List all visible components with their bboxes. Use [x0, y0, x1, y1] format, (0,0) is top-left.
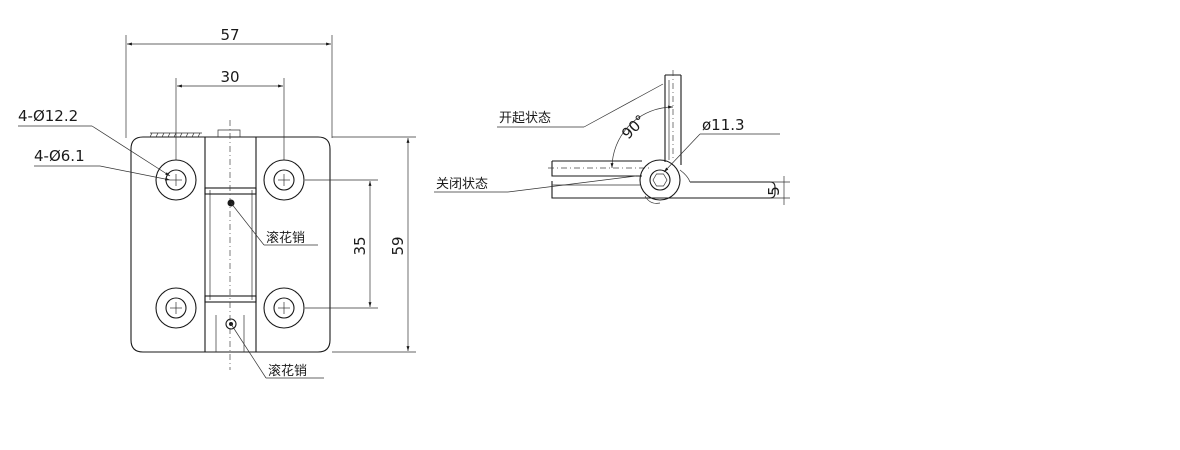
hinge-outline	[130, 136, 331, 353]
dim-35-text: 35	[351, 236, 369, 255]
closed-state-leader	[507, 175, 637, 193]
knuckle-inner	[649, 169, 671, 191]
knuckle-top-segment	[204, 187, 257, 195]
knuckle-dia-leader	[663, 133, 701, 173]
closed-leaf	[551, 160, 642, 177]
pin-top-leader	[230, 202, 265, 246]
pin-notch-bottom	[215, 315, 245, 352]
dim-59-text: 59	[389, 236, 407, 255]
knuckle-outer	[639, 159, 681, 201]
knurled-pin-bottom	[225, 318, 237, 330]
knuckle-dia-text: ø11.3	[702, 116, 745, 134]
hole-top-right	[263, 159, 305, 201]
front-view: 57 30 59 35 4-Ø12.2 4-Ø6.1 滚花销 滚花销	[18, 26, 416, 379]
callout-hole-text: 4-Ø6.1	[34, 147, 85, 165]
angle-text: 90°	[618, 111, 650, 143]
knuckle-bottom-segment	[204, 295, 257, 303]
angle-arc	[610, 105, 674, 169]
dim-30-text: 30	[220, 68, 239, 86]
knurl-hatch	[149, 132, 202, 138]
dim-57-text: 57	[220, 26, 239, 44]
hole-top-left	[155, 159, 197, 201]
hole-bottom-left	[155, 287, 197, 329]
pin-top-label: 滚花销	[266, 230, 305, 246]
pin-bottom-label: 滚花销	[268, 363, 307, 379]
hex-socket	[652, 173, 668, 187]
pin-bottom-leader	[230, 323, 267, 379]
callout-counterbore-text: 4-Ø12.2	[18, 107, 78, 125]
dim-5-text: 5	[765, 186, 783, 196]
open-state-label: 开起状态	[499, 111, 551, 126]
open-state-leader	[583, 83, 664, 128]
side-view: 90° ø11.3 开起状态 关闭状态 5	[434, 70, 790, 205]
closed-state-label: 关闭状态	[436, 177, 488, 192]
pin-notch-top	[217, 129, 241, 137]
hole-bottom-right	[263, 287, 305, 329]
